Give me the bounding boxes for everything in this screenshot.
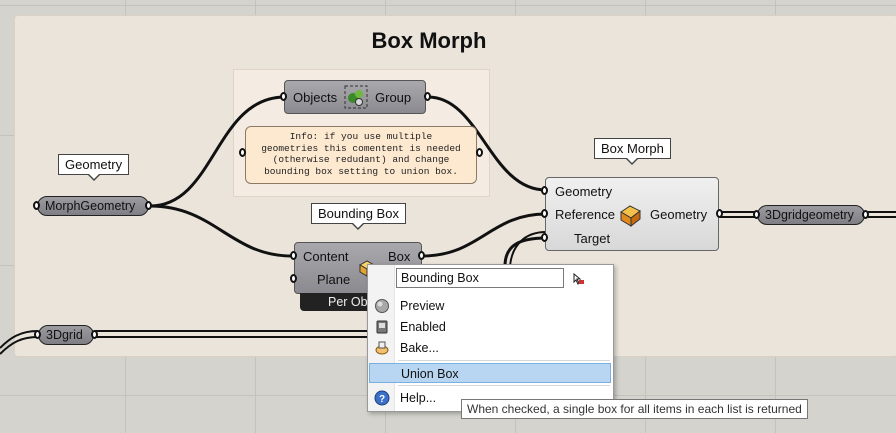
grid-param[interactable]: 3Dgrid	[38, 325, 94, 345]
menu-item-help[interactable]: ? Help...	[369, 388, 611, 408]
box-morph-icon	[618, 202, 644, 228]
pick-icon[interactable]	[571, 272, 585, 286]
wire-morph-to-objects	[149, 95, 286, 208]
info-line-2: geometries this comentent is needed	[261, 142, 461, 154]
menu-item-bake[interactable]: Bake...	[369, 338, 611, 358]
info-line-4: bounding box setting to union box.	[264, 165, 458, 177]
group-component[interactable]: Objects Group	[284, 80, 426, 114]
wire-morph-to-content	[149, 204, 293, 258]
wire-group-to-geometry	[427, 95, 547, 192]
wire-box-to-reference	[421, 212, 547, 258]
menu-item-union-box-label: Union Box	[401, 367, 459, 381]
group-output-label: Group	[375, 90, 412, 105]
box-morph-input-reference: Reference	[555, 207, 615, 222]
morph-geometry-param[interactable]: MorphGeometry	[37, 196, 149, 216]
group-input-label: Objects	[293, 90, 338, 105]
menu-item-preview[interactable]: Preview	[369, 296, 611, 316]
name-field[interactable]	[396, 268, 564, 288]
union-box-tooltip: When checked, a single box for all items…	[461, 399, 808, 419]
note-right-port[interactable]	[476, 148, 483, 157]
menu-item-union-box[interactable]: Union Box	[369, 363, 611, 383]
bounding-box-bubble: Bounding Box	[311, 203, 406, 230]
info-line-1: Info: if you use multiple	[289, 131, 433, 142]
box-morph-input-target: Target	[574, 231, 611, 246]
grid-geometry-param[interactable]: 3Dgridgeometry	[757, 205, 865, 225]
help-icon: ?	[374, 390, 390, 406]
bounding-box-input-content: Content	[303, 249, 349, 264]
content-input-port[interactable]	[290, 251, 297, 260]
enabled-icon	[374, 319, 390, 335]
group-output-port[interactable]	[424, 92, 431, 101]
geometry-input-port[interactable]	[541, 186, 548, 195]
box-output-port[interactable]	[418, 251, 425, 260]
reference-input-port[interactable]	[541, 209, 548, 218]
morph-geometry-input-port[interactable]	[33, 201, 40, 210]
box-morph-output-port[interactable]	[716, 209, 723, 218]
wire-grid-left-a	[0, 330, 39, 349]
geometry-bubble: Geometry	[58, 154, 130, 181]
target-input-port[interactable]	[541, 233, 548, 242]
group-title: Box Morph	[371, 28, 487, 53]
menu-separator-1	[398, 360, 610, 361]
grid-geometry-output-port[interactable]	[862, 210, 869, 219]
bounding-box-input-plane: Plane	[317, 272, 351, 287]
box-morph-component[interactable]: Geometry Reference Target Geometry	[545, 177, 719, 251]
plane-input-port[interactable]	[290, 274, 297, 283]
box-morph-input-geometry: Geometry	[555, 184, 613, 199]
objects-input-port[interactable]	[280, 92, 287, 101]
menu-item-bake-label: Bake...	[400, 341, 439, 355]
box-morph-output-geometry: Geometry	[650, 207, 708, 222]
bounding-box-output-box: Box	[388, 249, 411, 264]
box-morph-bubble: Box Morph	[594, 138, 671, 165]
grid-input-port[interactable]	[34, 330, 41, 339]
per-object-strip: Per Ob	[300, 293, 380, 311]
preview-icon	[374, 298, 390, 314]
wire-grid-right-c	[509, 231, 547, 267]
menu-item-enabled[interactable]: Enabled	[369, 317, 611, 337]
info-note[interactable]: Info: if you use multiple geometries thi…	[245, 126, 477, 184]
wire-grid-left-b	[0, 336, 39, 355]
note-left-port[interactable]	[239, 148, 246, 157]
grid-output-port[interactable]	[91, 330, 98, 339]
wire-grid-to-target	[503, 236, 547, 267]
menu-gutter	[368, 265, 395, 411]
menu-item-help-label: Help...	[400, 391, 437, 405]
morph-geometry-output-port[interactable]	[145, 201, 152, 210]
info-line-3: (otherwise redudant) and change	[272, 154, 450, 165]
context-menu: Preview Enabled Bake... Union Box ? Help…	[367, 264, 614, 412]
menu-separator-2	[398, 385, 610, 386]
menu-item-enabled-label: Enabled	[400, 320, 446, 334]
bake-icon	[374, 340, 390, 356]
svg-text:?: ?	[379, 394, 385, 405]
grid-geometry-input-port[interactable]	[753, 210, 760, 219]
menu-item-preview-label: Preview	[400, 299, 445, 313]
group-icon	[344, 85, 368, 109]
